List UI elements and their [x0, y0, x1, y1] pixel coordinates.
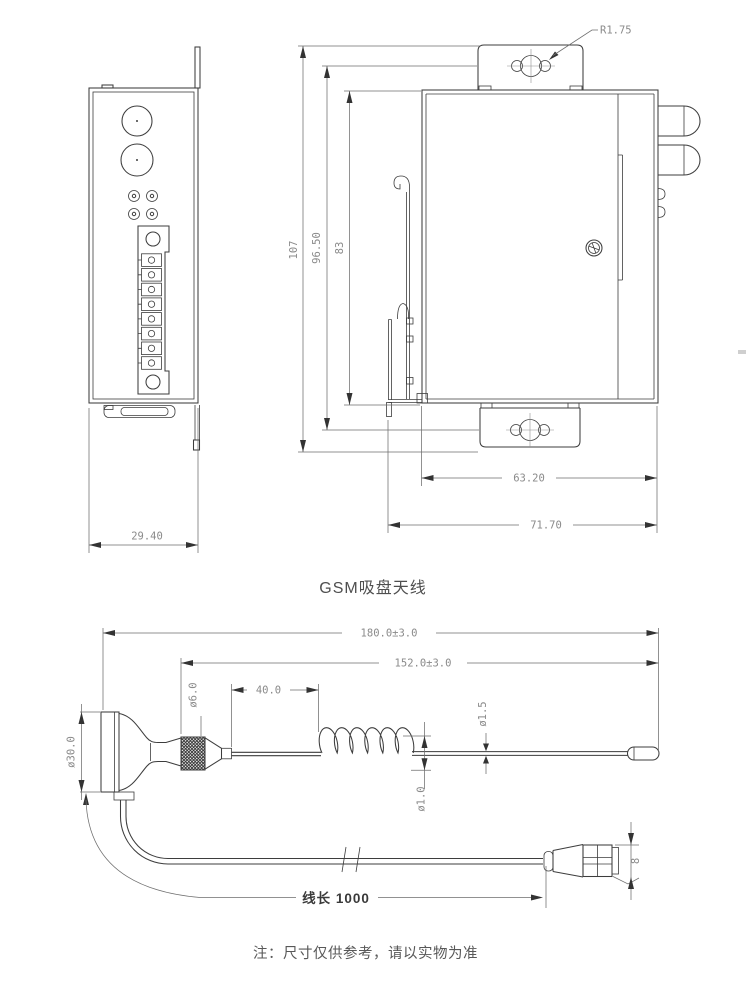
dim-base-diameter-group: ø6.0 [188, 682, 202, 736]
dim-cable-length-group: 线长 1000 [83, 793, 547, 908]
front-top-flange [194, 46, 201, 89]
dim-antenna-rod-length: 40.0 [256, 685, 281, 697]
side-bump-1 [657, 188, 666, 200]
dim-antenna-overall-length: 180.0±3.0 [361, 628, 418, 640]
antenna-cable [119, 800, 543, 873]
side-view: R1.75 [288, 25, 701, 533]
side-panel-lines [617, 94, 623, 399]
coil-spring [318, 727, 415, 755]
dim-cup-diameter-group: ø30.0 [66, 704, 100, 800]
dim-antenna-whip-length: 152.0±3.0 [395, 658, 452, 670]
keyhole-slot-top [507, 49, 555, 83]
front-view: 29.40 [88, 46, 201, 553]
front-connector-hole-2 [120, 143, 154, 177]
dim-front-width: 29.40 [131, 531, 163, 543]
antenna-whip [412, 746, 660, 761]
note-text: 注：尺寸仅供参考，请以实物为准 [253, 945, 478, 962]
dim-side-keyhole-span: 96.50 [311, 232, 323, 264]
dim-whip-length-group: 152.0±3.0 [180, 658, 659, 734]
side-bump-2 [657, 206, 666, 218]
keyhole-slot-bottom [506, 413, 554, 447]
keyhole-radius-callout: R1.75 [549, 25, 632, 60]
sma-connector [543, 843, 619, 878]
dim-antenna-base-diameter: ø6.0 [188, 682, 200, 707]
terminal-block [137, 225, 170, 395]
dim-side-overall-height: 107 [288, 241, 300, 260]
side-horizontal-dims: 63.20 71.70 [387, 406, 658, 533]
dim-cable-length: 线长 1000 [302, 890, 370, 906]
dim-keyhole-radius: R1.75 [600, 25, 632, 37]
knurled-ring [180, 736, 206, 771]
side-body-outline [421, 89, 659, 404]
dim-overall-length-group: 180.0±3.0 [102, 628, 659, 752]
front-body-inner [92, 91, 195, 400]
dim-side-overall-depth: 71.70 [530, 520, 562, 532]
cable-stub [113, 791, 135, 801]
mounting-tab-top [477, 44, 584, 91]
dim-connector-size: 8 [630, 858, 642, 864]
dim-front-width-group: 29.40 [88, 408, 199, 553]
front-bottom-connector [103, 405, 176, 418]
suction-cup [100, 711, 182, 801]
whip-tip-cap [626, 746, 660, 761]
dim-antenna-whip-diameter: ø1.5 [477, 701, 489, 726]
antenna-connectors [657, 105, 701, 218]
din-rail-clip [386, 175, 428, 417]
front-lower-flange [192, 405, 201, 451]
cable-break-marks [341, 846, 361, 873]
front-connector-hole-1 [121, 105, 153, 137]
dim-side-body-depth: 63.20 [513, 473, 545, 485]
drawing-title: GSM吸盘天线 [319, 578, 426, 597]
dim-antenna-cup-diameter: ø30.0 [66, 736, 78, 768]
antenna-neck [204, 737, 321, 770]
dim-antenna-coil-wire-diameter: ø1.0 [416, 786, 428, 811]
dim-connector-size-group: 8 [612, 822, 642, 900]
dim-rod-length-group: 40.0 [231, 684, 319, 747]
dim-coil-wire-group: ø1.0 [403, 722, 431, 812]
front-body-outline [88, 87, 199, 404]
terminal-slots [138, 253, 162, 370]
screw-icon [585, 239, 603, 257]
din-clip-foot [386, 402, 392, 417]
mounting-tab-bottom [479, 402, 581, 448]
scrollbar-artifact [738, 350, 746, 354]
din-clip-spring [397, 303, 409, 320]
dim-side-body-height: 83 [334, 242, 346, 255]
antenna-drawing: 180.0±3.0 152.0±3.0 40.0 ø6.0 ø30.0 [66, 628, 660, 908]
dim-whip-diameter-group: ø1.5 [477, 701, 489, 774]
front-led-indicators [128, 190, 158, 220]
side-vertical-dims: 107 96.50 83 [288, 45, 481, 453]
